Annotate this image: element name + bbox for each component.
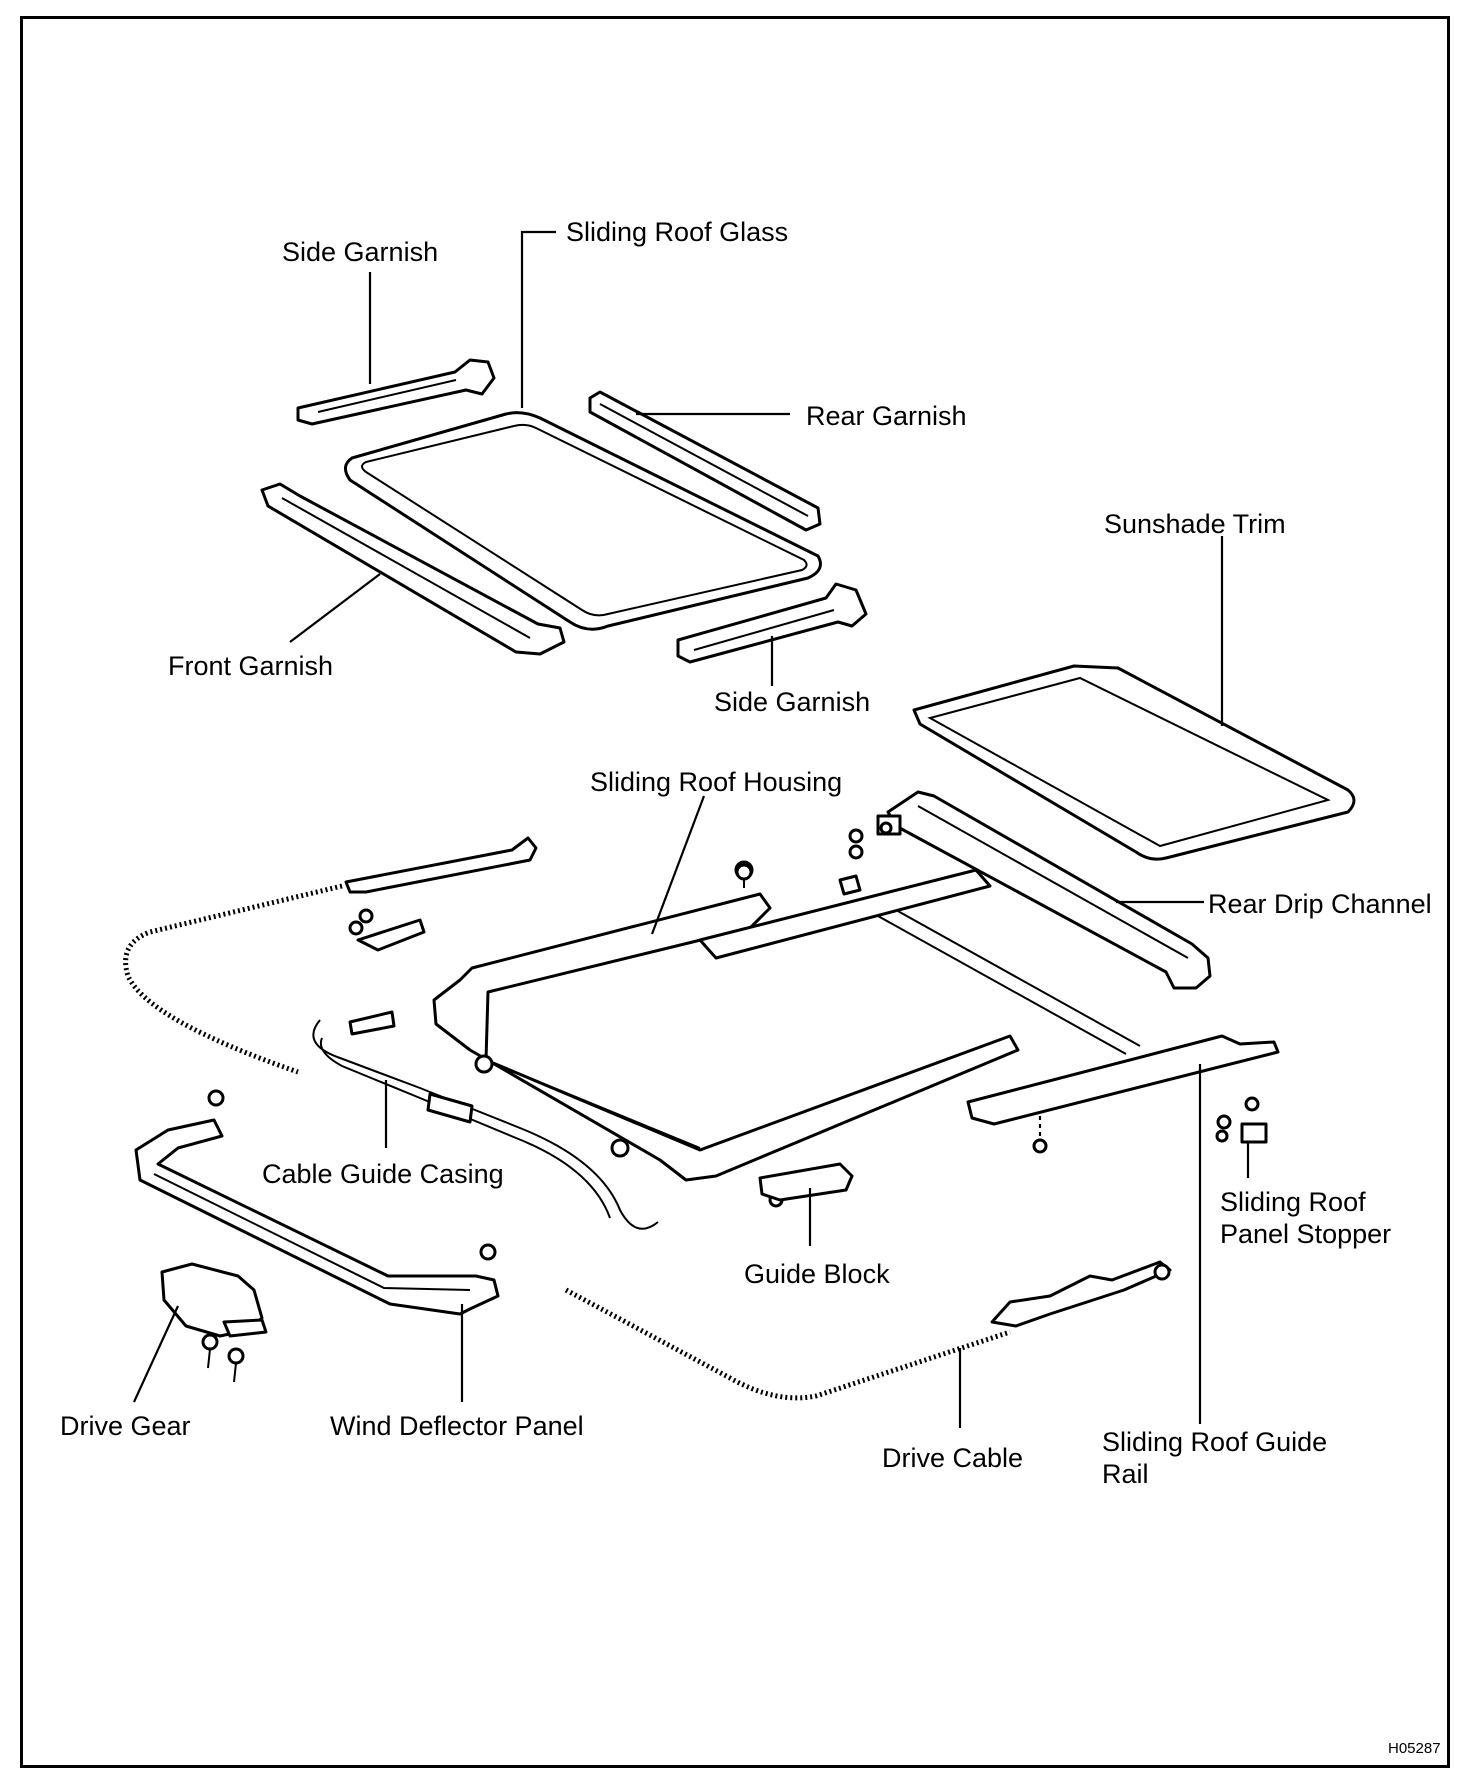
label-sliding-roof-panel-stopper-2: Panel Stopper [1220,1219,1392,1249]
part-brackets-left [348,863,753,952]
part-rear-garnish [588,390,822,532]
part-drive-gear [160,1262,268,1383]
part-front-garnish [260,482,566,656]
figure-code: H05287 [1388,1740,1441,1757]
part-drive-cable-left [123,883,343,1075]
label-drive-gear: Drive Gear [60,1411,191,1441]
label-sliding-roof-guide-rail-1: Sliding Roof Guide [1102,1427,1328,1457]
label-sliding-roof-glass: Sliding Roof Glass [566,217,789,247]
label-side-garnish-left: Side Garnish [282,237,439,267]
label-rear-garnish: Rear Garnish [806,401,967,431]
label-sunshade-trim: Sunshade Trim [1104,509,1286,539]
label-side-garnish-right: Side Garnish [714,687,871,717]
part-clips-upper [734,814,902,896]
label-drive-cable: Drive Cable [882,1443,1024,1473]
diagram-frame [20,16,1450,1768]
part-sliding-roof-glass [344,411,822,631]
part-cable-guide-casing [312,1010,659,1230]
label-sliding-roof-housing: Sliding Roof Housing [590,767,843,797]
part-wind-deflector-panel [134,1089,500,1316]
part-side-garnish-right [676,582,868,664]
label-front-garnish: Front Garnish [168,651,334,681]
label-rear-drip-channel: Rear Drip Channel [1208,889,1432,919]
label-wind-deflector-panel: Wind Deflector Panel [330,1411,584,1441]
label-cable-guide-casing: Cable Guide Casing [262,1159,504,1189]
label-guide-block: Guide Block [744,1259,890,1289]
part-guide-rail-right [990,1260,1172,1328]
part-drive-cable-lower [564,1287,1011,1401]
part-guide-rail-left [344,836,538,894]
part-guide-block [758,1162,854,1202]
part-sliding-roof-housing [432,868,1280,1182]
label-sliding-roof-guide-rail-2: Rail [1102,1459,1149,1489]
label-sliding-roof-panel-stopper-1: Sliding Roof [1220,1187,1366,1217]
part-panel-stopper [1215,1096,1268,1144]
part-rear-drip-channel [886,790,1212,990]
part-side-garnish-left [296,358,496,426]
part-sunshade-trim [912,664,1356,861]
leader-lines [133,230,1250,1428]
